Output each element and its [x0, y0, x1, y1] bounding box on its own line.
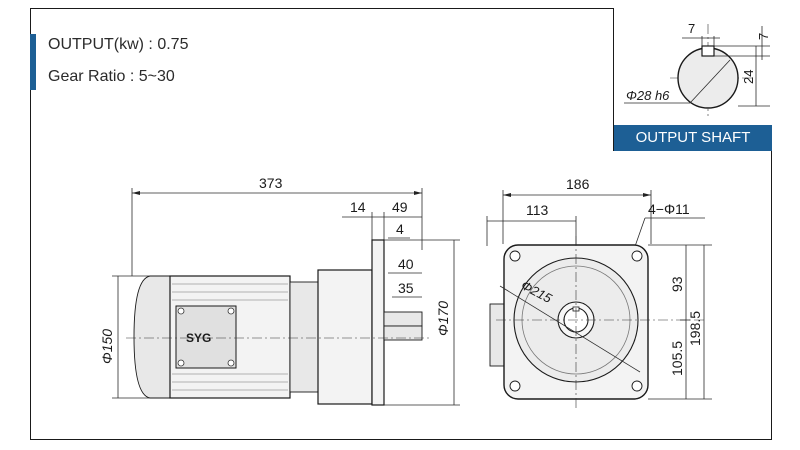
key-depth-label: 7 [756, 33, 771, 40]
front-half-width-label: 113 [526, 202, 549, 218]
shaft-height-label: 24 [741, 70, 756, 84]
key-length-label: 35 [398, 280, 414, 296]
center-height-label: 105.5 [669, 341, 685, 376]
shaft-length-label: 49 [392, 199, 408, 215]
drawing-frame [30, 8, 772, 440]
spec-accent-bar [30, 34, 36, 90]
output-power-text: OUTPUT(kw) : 0.75 [48, 36, 189, 53]
overall-length-label: 373 [259, 175, 283, 191]
top-height-label: 93 [669, 276, 685, 292]
key-width-label: 7 [688, 21, 695, 36]
output-shaft-label: OUTPUT SHAFT [614, 125, 772, 151]
key-offset-label: 40 [398, 256, 414, 272]
flange-diameter-label: Φ170 [435, 301, 451, 336]
shaft-diameter-label: Φ28 h6 [626, 88, 670, 103]
total-height-label: 198.5 [687, 311, 703, 346]
flange-thickness-label: 14 [350, 199, 366, 215]
front-width-label: 186 [566, 176, 590, 192]
motor-diameter-label: Φ150 [99, 329, 115, 364]
shoulder-label: 4 [396, 221, 404, 237]
shaft-section: 7 7 24 Φ28 h6 [624, 21, 771, 116]
gear-ratio-text: Gear Ratio : 5~30 [48, 68, 175, 85]
front-view: 186 113 4−Φ11 Φ215 [486, 176, 712, 410]
side-view: 373 14 49 4 40 35 SYG [99, 175, 460, 406]
bolt-holes-label: 4−Φ11 [648, 201, 690, 217]
